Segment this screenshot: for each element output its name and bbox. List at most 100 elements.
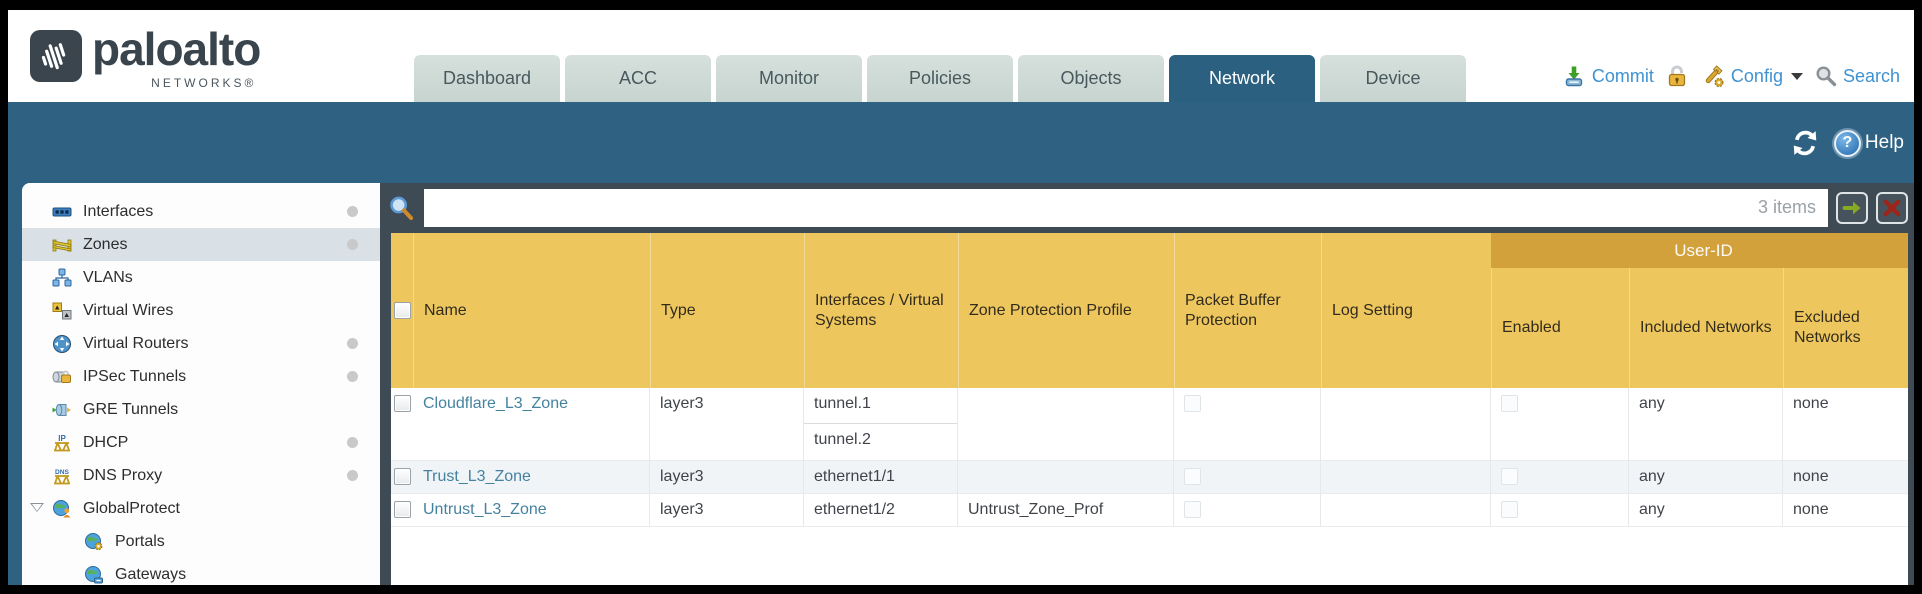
packet-buffer-protection-cell [1174,461,1321,494]
tab-device[interactable]: Device [1320,55,1466,102]
packet-buffer-protection-cell [1174,494,1321,527]
expand-triangle-icon[interactable] [30,503,44,512]
zone-name-cell: Trust_L3_Zone [413,461,650,494]
sidebar-item-label: Portals [115,532,165,550]
commit-button[interactable]: Commit [1562,64,1654,88]
zones-table: Name Type Interfaces / Virtual Systems Z… [391,233,1908,585]
select-all-cell [391,233,413,388]
tab-monitor[interactable]: Monitor [716,55,862,102]
row-checkbox[interactable] [394,468,411,485]
packet-buffer-checkbox[interactable] [1184,395,1201,412]
status-dot [347,470,358,481]
sidebar-item-globalprotect[interactable]: GlobalProtect [22,492,380,525]
content-area: Interfaces Zones VLANs Vir [8,183,1914,585]
clear-filter-button[interactable] [1876,192,1908,224]
select-all-checkbox[interactable] [394,302,411,319]
status-dot [347,371,358,382]
config-menu[interactable]: Config [1700,64,1803,88]
log-setting-cell [1321,461,1491,494]
column-header-log-setting[interactable]: Log Setting [1321,233,1491,388]
tab-policies[interactable]: Policies [867,55,1013,102]
column-header-interfaces[interactable]: Interfaces / Virtual Systems [804,233,958,388]
sidebar-item-virtual-routers[interactable]: Virtual Routers [22,327,380,360]
filter-input-wrap: 3 items [424,189,1828,227]
sidebar-item-virtual-wires[interactable]: Virtual Wires [22,294,380,327]
zone-type-cell: layer3 [650,494,804,527]
help-label: Help [1864,132,1904,153]
log-setting-cell [1321,494,1491,527]
sidebar-item-gre-tunnels[interactable]: GRE Tunnels [22,393,380,426]
row-checkbox[interactable] [394,395,411,412]
search-button[interactable]: Search [1815,65,1900,87]
filter-magnifier-icon[interactable] [388,195,414,221]
sidebar-item-gateways[interactable]: Gateways [22,558,380,585]
column-header-name[interactable]: Name [413,233,650,388]
user-id-enabled-checkbox[interactable] [1501,468,1518,485]
logo-text: paloalto NETWORKS® [92,24,261,90]
gre-tunnels-icon [52,400,76,420]
apply-filter-button[interactable] [1836,192,1868,224]
sidebar-item-zones[interactable]: Zones [22,228,380,261]
refresh-icon[interactable] [1790,128,1820,158]
zone-name-link[interactable]: Untrust_L3_Zone [423,501,547,518]
sidebar-item-dns-proxy[interactable]: DNS DNS Proxy [22,459,380,492]
lock-icon[interactable] [1666,64,1688,88]
table-empty-area [391,527,1908,585]
column-header-included-networks[interactable]: Included Networks [1629,268,1783,388]
help-button[interactable]: ? Help [1833,129,1904,157]
sidebar-item-ipsec-tunnels[interactable]: IPSec Tunnels [22,360,380,393]
zone-protection-profile-cell [958,461,1174,494]
tab-acc[interactable]: ACC [565,55,711,102]
sidebar-item-interfaces[interactable]: Interfaces [22,195,380,228]
svg-text:DNS: DNS [55,469,70,476]
top-header: paloalto NETWORKS® Dashboard ACC Monitor… [8,10,1914,102]
zone-name-cell: Cloudflare_L3_Zone [413,388,650,461]
config-label: Config [1730,65,1783,86]
column-header-excluded-networks[interactable]: Excluded Networks [1783,268,1908,388]
virtual-routers-icon [52,334,76,354]
sidebar-item-label: Interfaces [83,202,154,220]
zone-interfaces-cell: tunnel.1 tunnel.2 [804,388,958,461]
column-header-type[interactable]: Type [650,233,804,388]
zone-name-link[interactable]: Trust_L3_Zone [423,468,531,485]
tab-dashboard[interactable]: Dashboard [414,55,560,102]
config-icon [1705,65,1724,87]
sidebar-item-portals[interactable]: Portals [22,525,380,558]
sidebar-item-label: VLANs [83,268,133,286]
zone-name-cell: Untrust_L3_Zone [413,494,650,527]
packet-buffer-checkbox[interactable] [1184,501,1201,518]
user-id-enabled-checkbox[interactable] [1501,395,1518,412]
interfaces-icon [52,202,76,222]
column-header-enabled[interactable]: Enabled [1491,268,1629,388]
zone-name-link[interactable]: Cloudflare_L3_Zone [423,395,568,412]
included-networks-cell: any [1629,461,1783,494]
band-actions: ? Help [1790,128,1904,158]
search-label: Search [1842,65,1900,86]
interface-entry: tunnel.2 [814,431,871,448]
sidebar-item-label: GlobalProtect [83,499,180,517]
logo-waves-icon [41,43,66,70]
sidebar-item-label: Virtual Wires [83,301,174,319]
tab-network[interactable]: Network [1169,55,1315,102]
zones-icon [52,235,76,255]
packet-buffer-checkbox[interactable] [1184,468,1201,485]
red-x-icon [1883,199,1901,217]
column-header-packet-buffer-protection[interactable]: Packet Buffer Protection [1174,233,1321,388]
portals-icon [84,532,108,552]
excluded-networks-cell: none [1783,494,1908,527]
excluded-networks-cell: none [1783,461,1908,494]
row-checkbox[interactable] [394,501,411,518]
column-header-zone-protection-profile[interactable]: Zone Protection Profile [958,233,1174,388]
sidebar-item-dhcp[interactable]: IP DHCP [22,426,380,459]
user-id-enabled-checkbox[interactable] [1501,501,1518,518]
sidebar-item-label: Gateways [115,565,187,583]
green-arrow-icon [1842,201,1861,215]
user-id-enabled-cell [1491,461,1629,494]
brand-subtitle: NETWORKS® [151,76,257,90]
sidebar-item-label: DNS Proxy [83,466,163,484]
commit-label: Commit [1591,65,1654,86]
tab-objects[interactable]: Objects [1018,55,1164,102]
dhcp-icon: IP [52,433,76,453]
sidebar-item-vlans[interactable]: VLANs [22,261,380,294]
filter-input[interactable] [424,189,1828,227]
